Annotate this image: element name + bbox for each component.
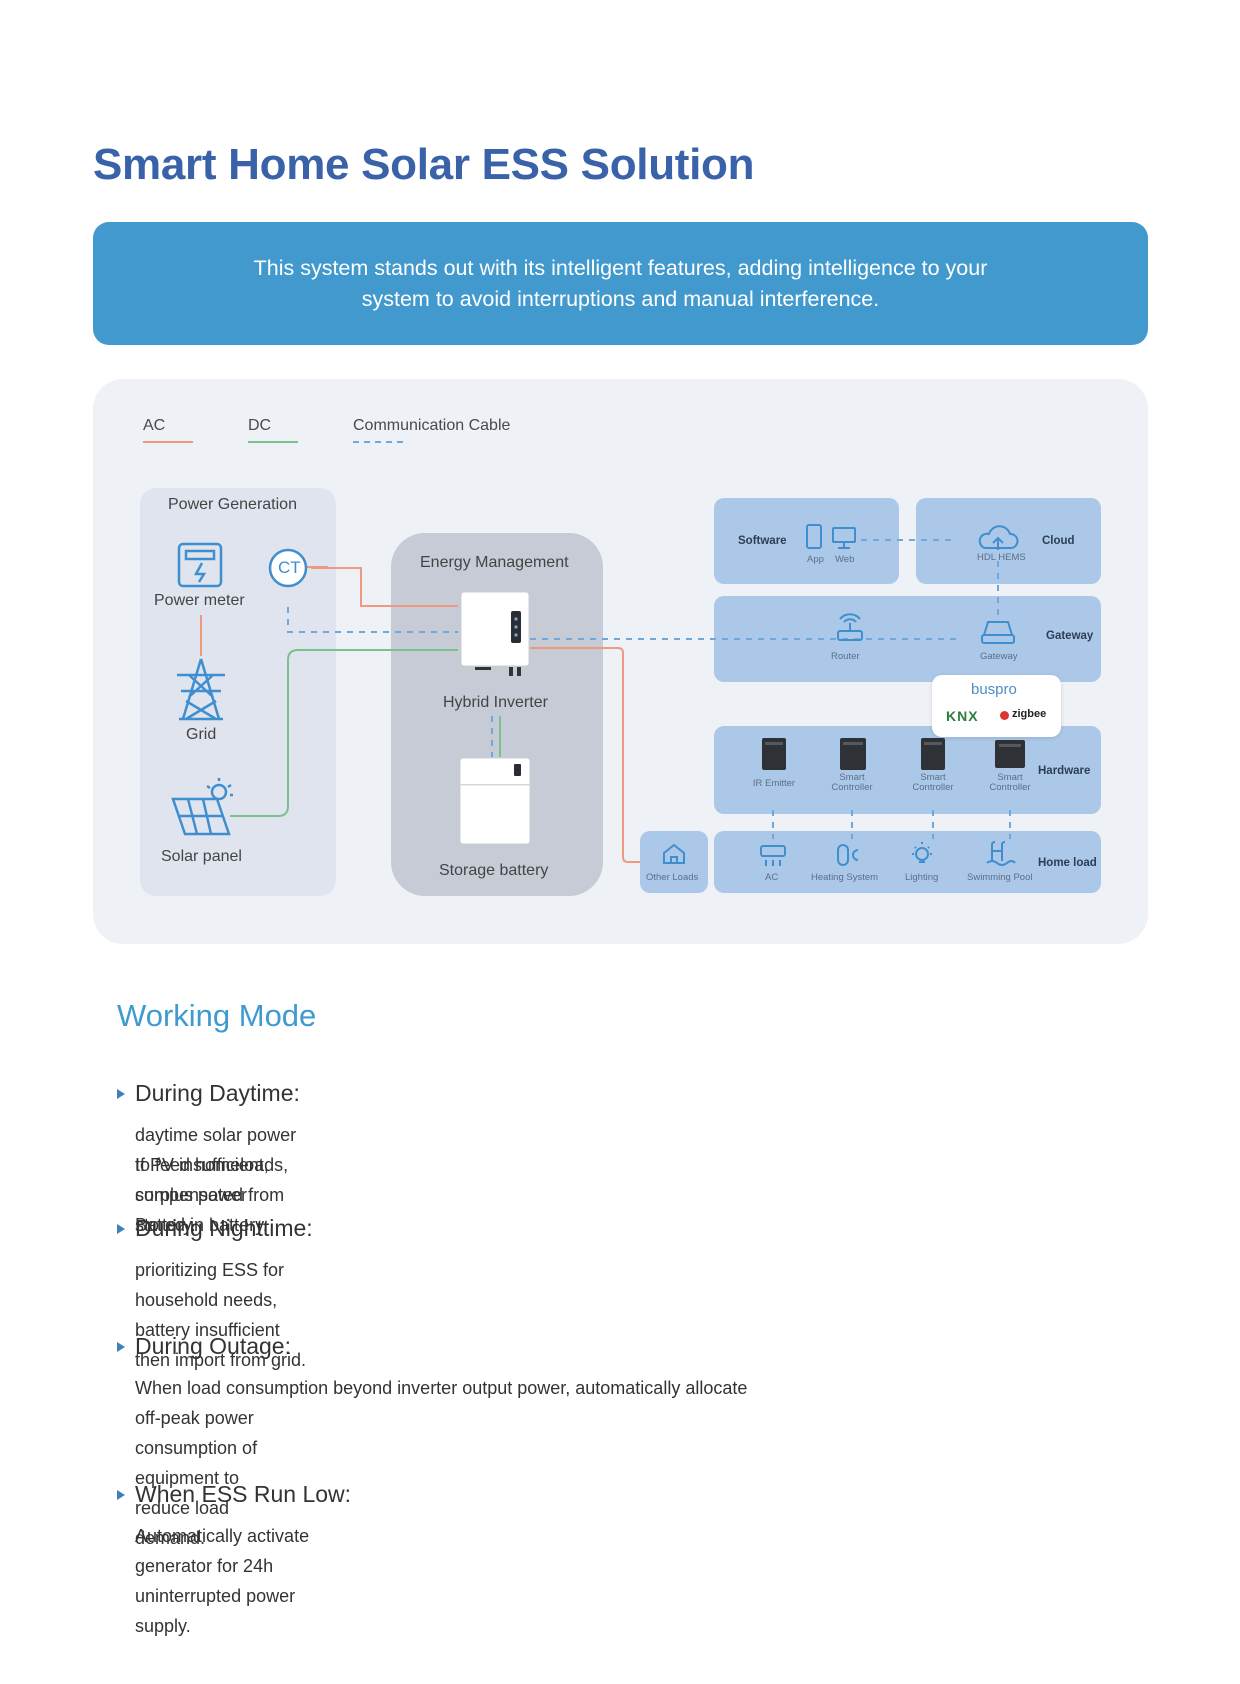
hybrid-inverter-label: Hybrid Inverter: [443, 694, 548, 711]
system-diagram: AC DC Communication Cable: [93, 379, 1148, 944]
working-mode-title: Working Mode: [117, 998, 317, 1033]
energy-management-title: Energy Management: [420, 554, 569, 571]
mode-text-line: prioritizing ESS for household needs, ba…: [135, 1260, 307, 1370]
bullet-triangle-icon: [117, 1342, 125, 1352]
router-label: Router: [831, 651, 860, 662]
knx-logo: KNX: [946, 708, 979, 724]
mode-heading: During Nighttime:: [135, 1215, 313, 1241]
lighting-icon: [912, 842, 932, 863]
legend-comm-label: Communication Cable: [353, 417, 511, 434]
cloud-icon: [978, 525, 1019, 550]
buspro-logo: buspro: [971, 681, 1017, 698]
grid-tower-icon: [177, 658, 225, 721]
legend-dc-label: DC: [248, 417, 272, 434]
homeload-box: [714, 831, 1101, 893]
dc-solar-inverter-line: [230, 649, 458, 817]
homeload-item-heating-label: Heating System: [811, 872, 879, 883]
hardware-item-4-label: Smart Controller: [989, 772, 1031, 793]
mode-heading: During Outage:: [135, 1333, 291, 1359]
mode-outage: During Outage: When load consumption bey…: [117, 1333, 747, 1548]
connection-lines: [171, 524, 1025, 866]
gateway-title: Gateway: [1046, 630, 1094, 642]
zigbee-logo: zigbee: [1012, 708, 1047, 720]
ct-label: CT: [278, 558, 301, 577]
bullet-triangle-icon: [117, 1224, 125, 1234]
other-loads-label: Other Loads: [646, 872, 699, 883]
hardware-title: Hardware: [1038, 765, 1091, 777]
app-label: App: [807, 554, 824, 565]
protocol-card: buspro KNX zigbee: [932, 675, 1061, 737]
hardware-item-1-label: IR Emitter: [752, 778, 796, 789]
web-icon: [832, 527, 856, 549]
hardware-item-3-label: Smart Controller: [912, 772, 954, 793]
cloud-title: Cloud: [1042, 535, 1075, 547]
legend-comm-line: [353, 441, 403, 443]
mode-text-line: daytime solar power to feed homeloads, s…: [135, 1125, 297, 1235]
homeload-title: Home load: [1038, 857, 1097, 869]
banner-line-1: This system stands out with its intellig…: [253, 255, 988, 280]
hdl-hems-label: HDL HEMS: [977, 552, 1026, 563]
swimming-pool-icon: [986, 841, 1016, 866]
mode-text-line: Automatically activate generator for 24h…: [135, 1526, 310, 1636]
hybrid-inverter-icon: [460, 591, 530, 676]
homeload-item-ac-label: AC: [765, 872, 779, 883]
zigbee-logo-mark: [1000, 711, 1009, 720]
power-generation-title: Power Generation: [168, 496, 297, 513]
homeload-item-pool-label: Swimming Pool: [967, 872, 1033, 883]
mode-ess-run-low: When ESS Run Low: Automatically activate…: [117, 1481, 352, 1636]
grid-label: Grid: [186, 726, 217, 743]
bullet-triangle-icon: [117, 1490, 125, 1500]
mode-daytime: During Daytime: daytime solar power to f…: [117, 1080, 300, 1235]
router-icon: [837, 613, 863, 641]
gateway-device-label: Gateway: [980, 651, 1018, 662]
mode-text-line: off-peak power consumption of equipment …: [135, 1408, 258, 1548]
storage-battery-icon: [459, 757, 531, 845]
homeload-item-lighting-label: Lighting: [905, 872, 939, 883]
power-generation-panel: [140, 488, 336, 896]
ac-inverter-loads-line: [530, 647, 640, 863]
solar-panel-label: Solar panel: [161, 848, 242, 865]
smart-controller-3-icon: [995, 740, 1025, 768]
ac-ct-inverter-line: [311, 567, 458, 607]
comm-ct-inverter-line: [287, 607, 458, 633]
banner-line-2: system to avoid interruptions and manual…: [361, 286, 880, 311]
app-icon: [806, 524, 822, 549]
legend-ac-label: AC: [143, 417, 166, 434]
heating-system-icon: [837, 844, 859, 866]
power-meter-icon: [177, 542, 223, 588]
intro-banner: This system stands out with its intellig…: [93, 222, 1148, 345]
smart-controller-1-icon: [840, 738, 866, 770]
legend-dc-line: [248, 441, 298, 443]
hardware-item-2-label: Smart Controller: [831, 772, 873, 793]
smart-controller-2-icon: [921, 738, 945, 770]
power-meter-label: Power meter: [154, 592, 245, 609]
ac-unit-icon: [760, 845, 786, 866]
software-title: Software: [738, 535, 787, 547]
other-loads-home-icon: [663, 843, 685, 864]
gateway-icon: [981, 621, 1015, 644]
mode-text-line: If PV insufficient, compensated from Bat…: [135, 1155, 285, 1235]
ir-emitter-device-icon: [762, 738, 786, 770]
page-title: Smart Home Solar ESS Solution: [93, 140, 755, 189]
solar-panel-icon: [171, 778, 233, 836]
ct-circle: [268, 548, 308, 588]
legend-ac-line: [143, 441, 193, 443]
mode-heading: During Daytime:: [135, 1080, 300, 1106]
bullet-triangle-icon: [117, 1089, 125, 1099]
storage-battery-label: Storage battery: [439, 862, 549, 879]
web-label: Web: [835, 554, 855, 565]
mode-nighttime: During Nighttime: prioritizing ESS for h…: [117, 1215, 313, 1370]
mode-text-line: When load consumption beyond inverter ou…: [135, 1378, 748, 1398]
mode-heading: When ESS Run Low:: [135, 1481, 352, 1507]
